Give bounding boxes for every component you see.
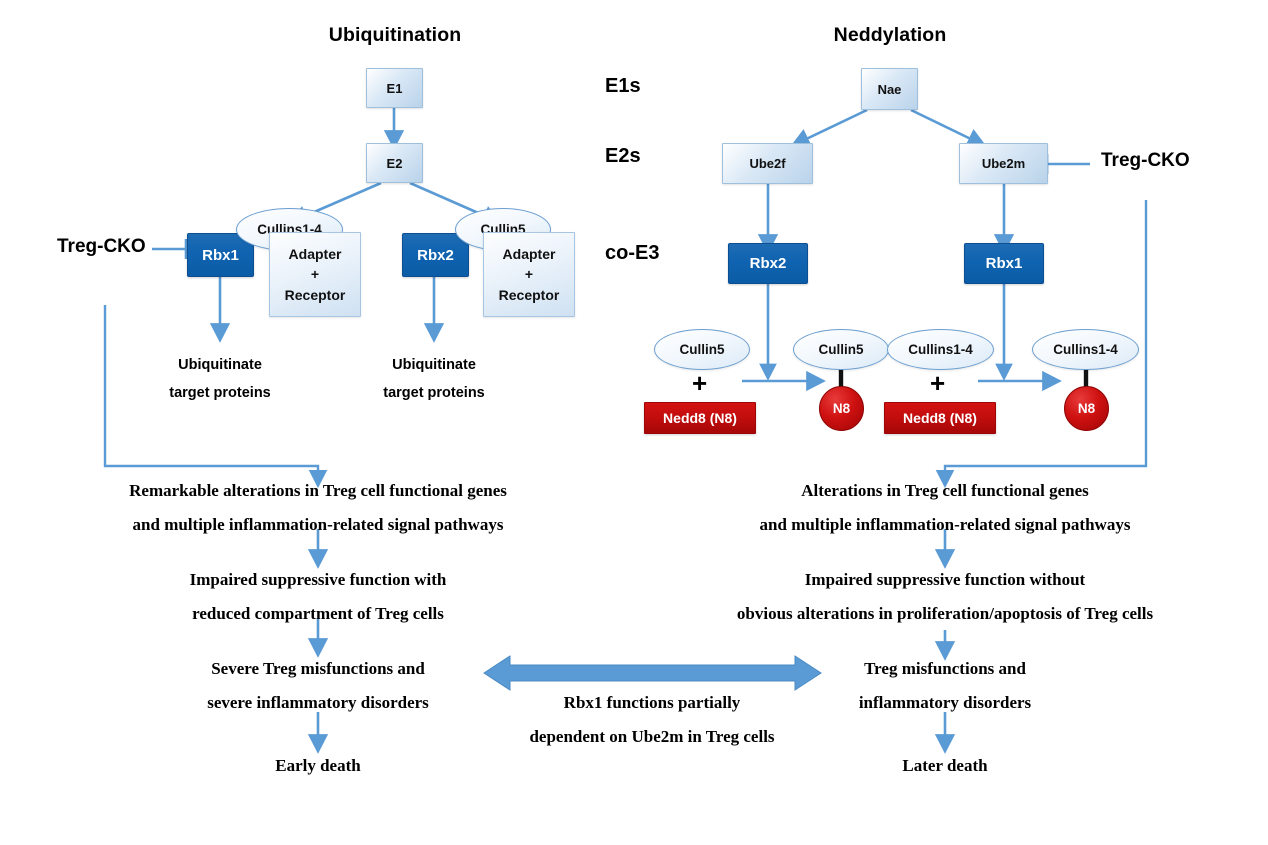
receptor-label-1: Receptor — [284, 286, 346, 303]
node-cullin5-product[interactable]: Cullin5 — [793, 329, 889, 370]
treg-cko-left: Treg-CKO — [57, 236, 146, 257]
node-ube2f[interactable]: Ube2f — [722, 143, 813, 184]
outcome-right-2-line1: Impaired suppressive function without — [804, 570, 1086, 589]
center-caption-line1: Rbx1 functions partially — [563, 693, 741, 712]
output-line1-2: Ubiquitinate — [392, 357, 476, 373]
node-e1[interactable]: E1 — [366, 68, 423, 108]
receptor-label-2: Receptor — [498, 286, 560, 303]
node-ube2m[interactable]: Ube2m — [959, 143, 1048, 184]
output-line1-1: Ubiquitinate — [178, 357, 262, 373]
adapter-label-2: Adapter — [502, 246, 556, 263]
node-cullin5-substrate[interactable]: Cullin5 — [654, 329, 750, 370]
plus-sign-1: + — [692, 368, 708, 398]
node-adapter-receptor-2[interactable]: Adapter + Receptor — [483, 232, 575, 317]
node-cullins1-4-substrate[interactable]: Cullins1-4 — [887, 329, 994, 370]
outcome-right-4-line1: Later death — [902, 756, 988, 775]
outcome-left-2-line1: Impaired suppressive function with — [189, 570, 447, 589]
node-e2[interactable]: E2 — [366, 143, 423, 183]
outcome-left-1-line2: and multiple inflammation-related signal… — [132, 515, 504, 534]
outcome-left-1-line1: Remarkable alterations in Treg cell func… — [129, 481, 507, 500]
node-n8-tag-1[interactable]: N8 — [819, 386, 864, 431]
node-rbx2-neddylation[interactable]: Rbx2 — [728, 243, 808, 284]
outcome-right-1-line2: and multiple inflammation-related signal… — [759, 515, 1131, 534]
output-line2-2: target proteins — [383, 384, 485, 401]
node-rbx2-ubiquitination[interactable]: Rbx2 — [402, 233, 469, 277]
treg-cko-right: Treg-CKO — [1101, 150, 1190, 171]
title-neddylation: Neddylation — [833, 24, 947, 46]
outcome-right-3-line1: Treg misfunctions and — [864, 659, 1026, 678]
outcome-right-2-line2: obvious alterations in proliferation/apo… — [736, 604, 1154, 623]
adapter-plus-2: + — [524, 266, 534, 283]
row-label-e1s: E1s — [605, 75, 641, 97]
plus-sign-2: + — [930, 368, 946, 398]
outcome-left-4-line1: Early death — [275, 756, 361, 775]
node-nedd8-donor-2[interactable]: Nedd8 (N8) — [884, 402, 996, 434]
outcome-left-3-line1: Severe Treg misfunctions and — [211, 659, 425, 678]
node-n8-tag-2[interactable]: N8 — [1064, 386, 1109, 431]
node-adapter-receptor-1[interactable]: Adapter + Receptor — [269, 232, 361, 317]
node-nedd8-donor-1[interactable]: Nedd8 (N8) — [644, 402, 756, 434]
row-label-e2s: E2s — [605, 145, 641, 167]
row-label-co-e3: co-E3 — [605, 242, 660, 264]
title-ubiquitination: Ubiquitination — [328, 24, 462, 46]
node-cullins1-4-product[interactable]: Cullins1-4 — [1032, 329, 1139, 370]
output-ubiquitinate-1: Ubiquitinate target proteins — [140, 352, 300, 407]
adapter-plus-1: + — [310, 266, 320, 283]
outcome-right-3-line2: inflammatory disorders — [858, 693, 1032, 712]
outcome-left-2-line2: reduced compartment of Treg cells — [192, 604, 444, 623]
node-rbx1-neddylation[interactable]: Rbx1 — [964, 243, 1044, 284]
center-caption-line2: dependent on Ube2m in Treg cells — [529, 727, 775, 746]
output-ubiquitinate-2: Ubiquitinate target proteins — [354, 352, 514, 407]
adapter-label-1: Adapter — [288, 246, 342, 263]
outcome-left-3-line2: severe inflammatory disorders — [207, 693, 429, 712]
node-nae[interactable]: Nae — [861, 68, 918, 110]
outcome-right-1-line1: Alterations in Treg cell functional gene… — [801, 481, 1089, 500]
output-line2-1: target proteins — [169, 384, 271, 401]
